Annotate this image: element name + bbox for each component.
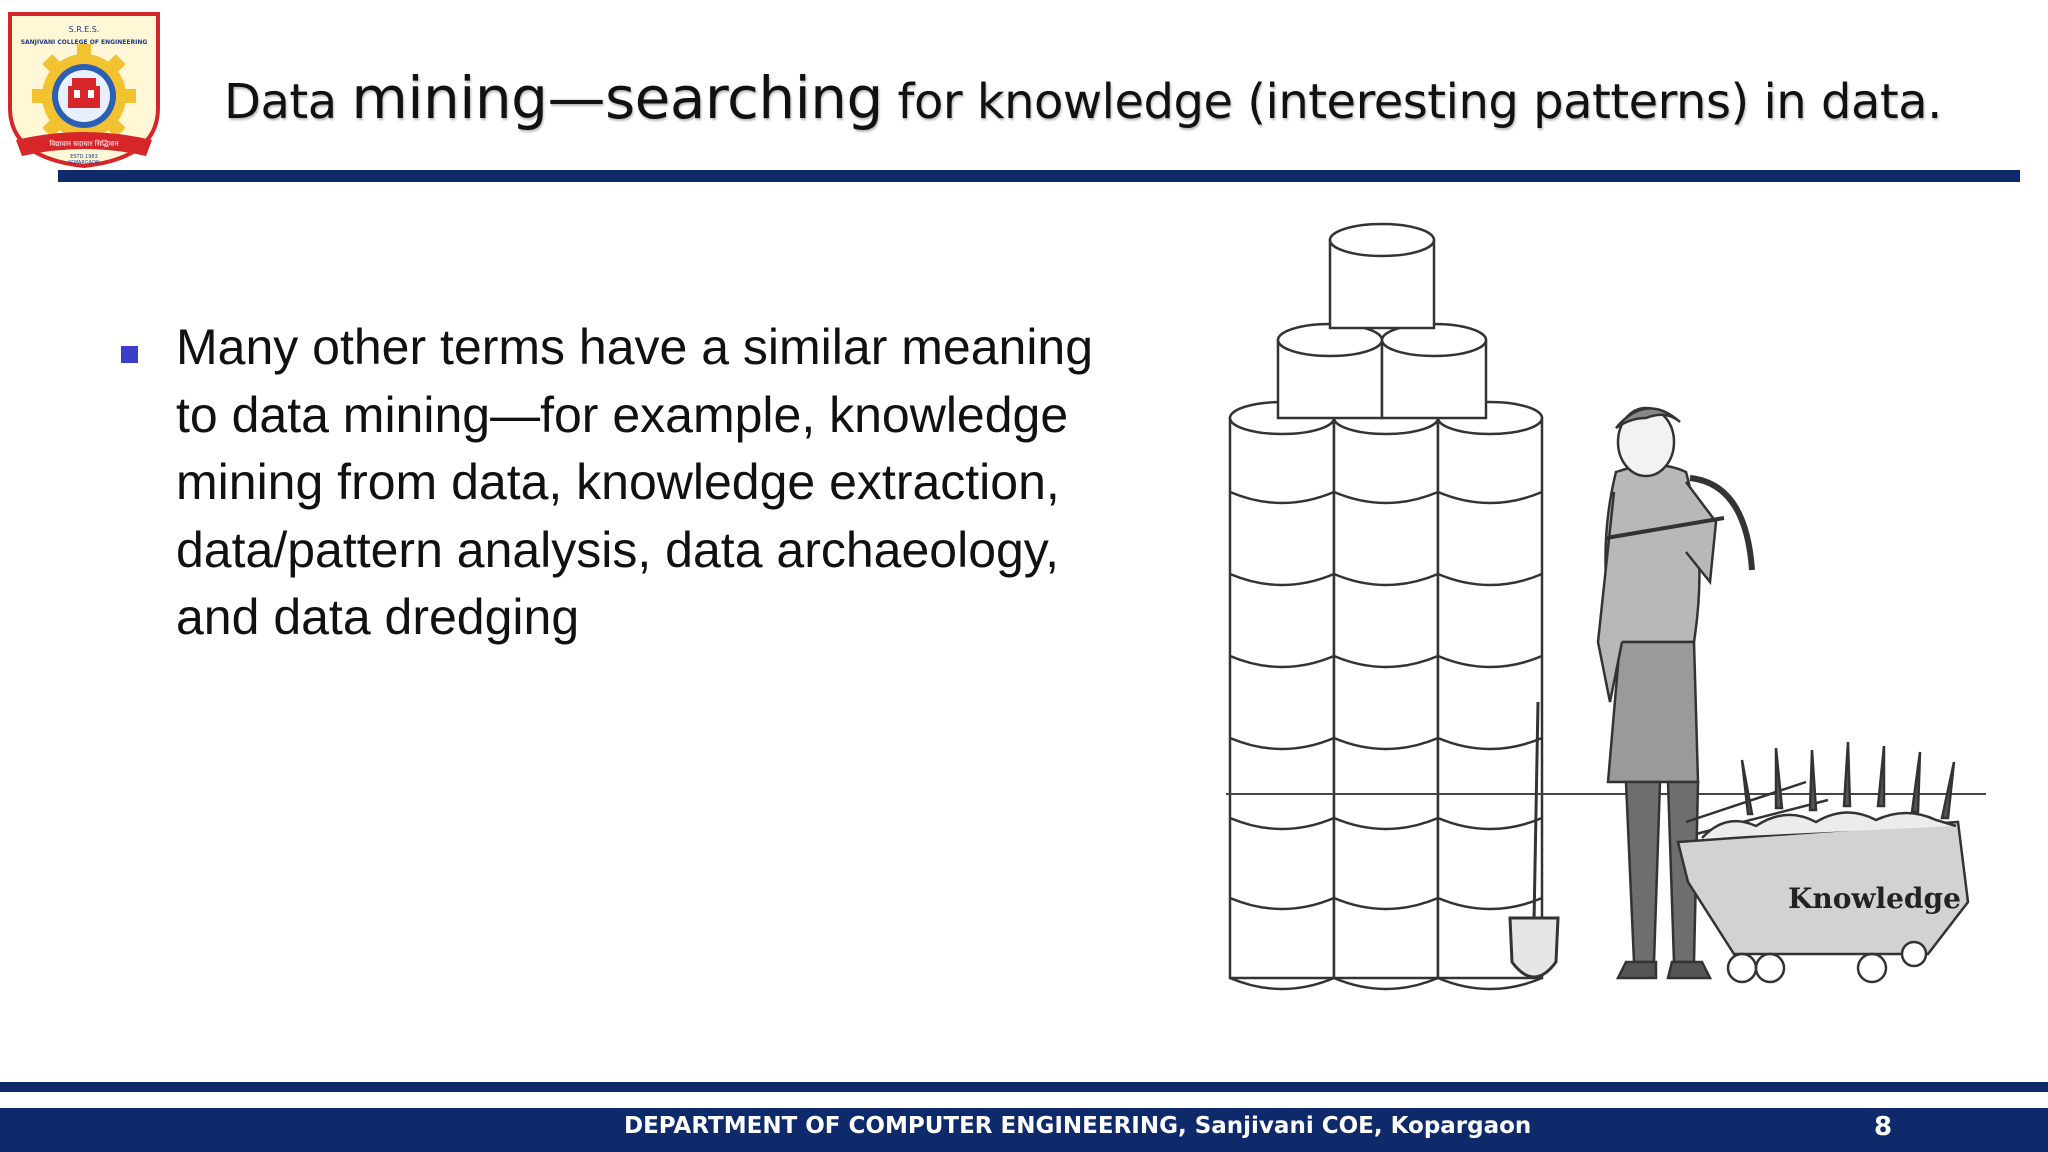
title-part-1: Data <box>224 74 352 130</box>
title-part-3: for knowledge (interesting patterns) in … <box>882 74 1943 130</box>
logo-estd: ESTD.1983 <box>70 154 98 160</box>
logo-motto: विद्यावान सदाचार सिद्धिमान <box>49 139 118 148</box>
footer-department: DEPARTMENT OF COMPUTER ENGINEERING, Sanj… <box>624 1113 1532 1139</box>
data-mining-illustration: Knowledge <box>1226 222 1986 991</box>
title-part-2: mining—searching <box>351 64 883 132</box>
data-cylinders-stack <box>1228 222 1544 991</box>
page-number: 8 <box>1874 1112 1893 1142</box>
logo-top-text: S.R.E.S. <box>69 25 100 34</box>
logo-college-name: SANJIVANI COLLEGE OF ENGINEERING <box>21 39 148 46</box>
bullet-square-icon <box>121 346 138 363</box>
footer-rule <box>0 1082 2048 1092</box>
logo-place: KOPARGAON <box>68 160 100 166</box>
title-underline <box>58 170 2020 182</box>
pickaxe <box>1605 475 1755 571</box>
bullet-text: Many other terms have a similar meaning … <box>176 319 1094 645</box>
slide-title: Data mining—searching for knowledge (int… <box>224 64 2024 132</box>
knowledge-cart <box>1676 741 1970 984</box>
miner-figure <box>1596 406 1718 980</box>
footer-bar <box>0 1108 2048 1152</box>
college-logo: S.R.E.S. SANJIVANI COLLEGE OF ENGINEERIN… <box>8 12 160 169</box>
shovel <box>1508 701 1560 979</box>
cart-label: Knowledge <box>1788 882 1961 915</box>
